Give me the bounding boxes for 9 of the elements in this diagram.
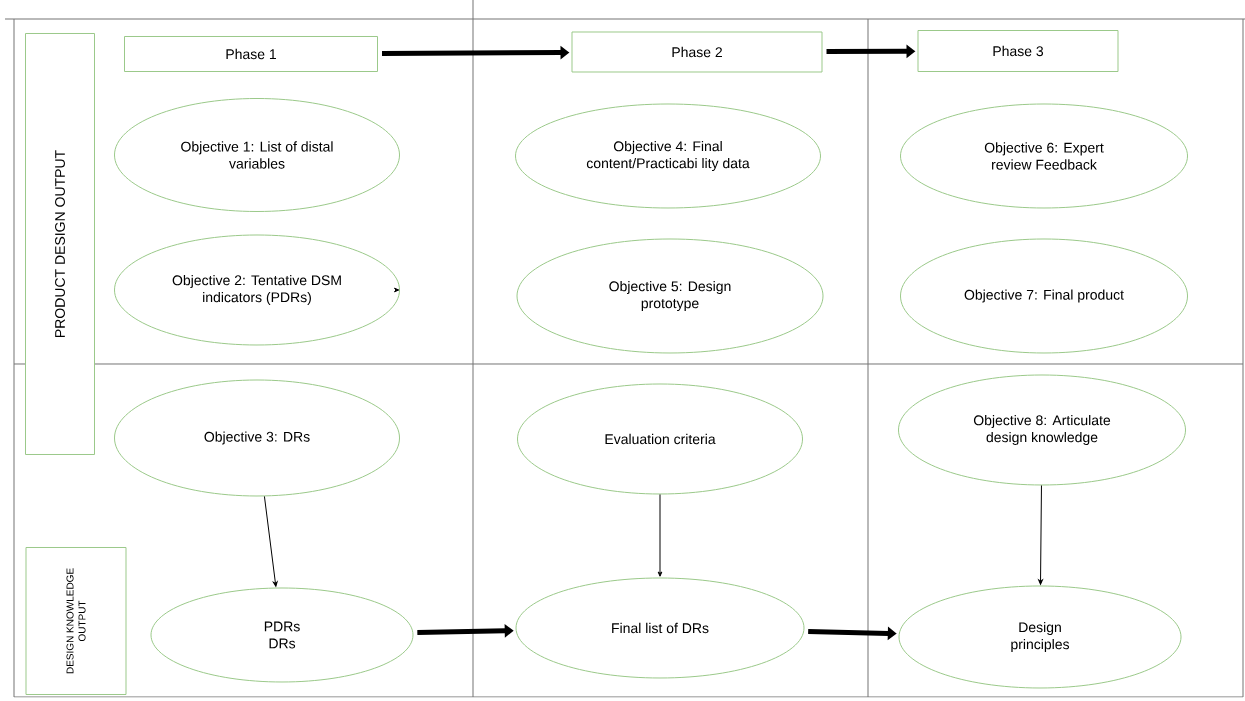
label-box: Phase 1: [124, 36, 378, 72]
arrow: [1038, 485, 1043, 585]
arrow: [263, 495, 278, 587]
arrow: [394, 287, 400, 293]
label-box: Phase 3: [917, 30, 1119, 72]
arrow: [657, 494, 663, 577]
label-box: Phase 2: [571, 31, 823, 73]
label-box: DESIGN KNOWLEDGE OUTPUT: [25, 547, 127, 695]
label-box: PRODUCT DESIGN OUTPUT: [25, 33, 95, 455]
